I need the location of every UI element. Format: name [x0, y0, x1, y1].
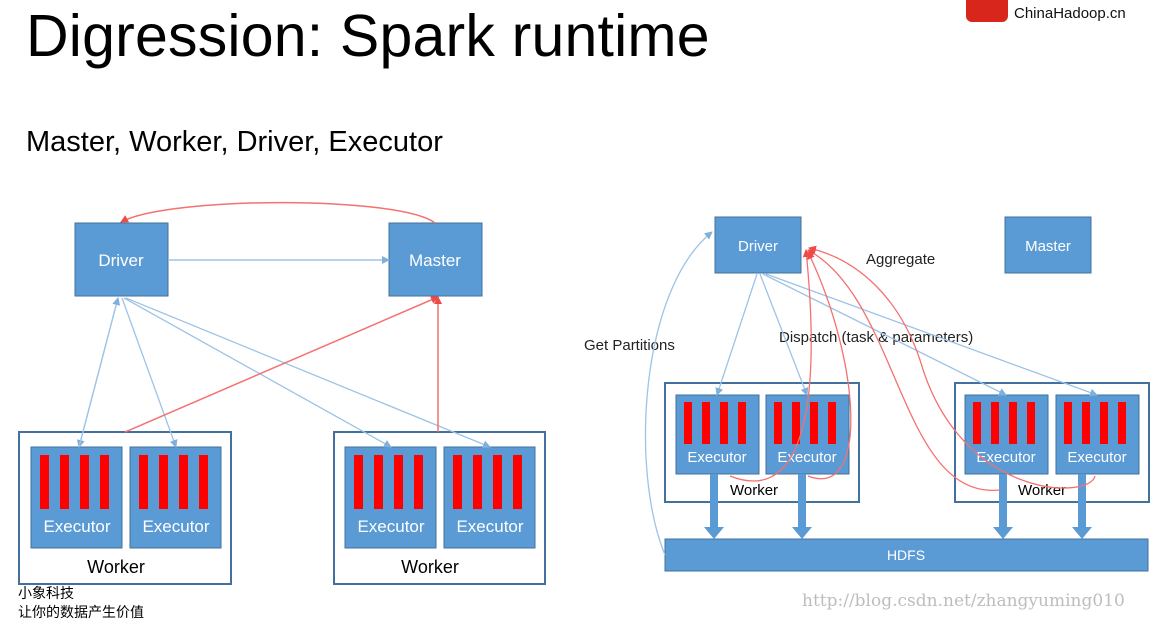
slide-title: Digression: Spark runtime: [26, 3, 710, 69]
dispatch-exec1-arrow: [715, 273, 758, 396]
right-diagram: Driver Master Aggregate Dispatch (task &…: [584, 216, 1150, 572]
left-driver-exec4-arrow: [125, 297, 491, 449]
right-executor-1-label: Executor: [687, 449, 746, 466]
right-driver-label: Driver: [738, 238, 778, 255]
dispatch-exec2-arrow: [759, 273, 809, 396]
right-worker-2-label: Worker: [1018, 482, 1066, 499]
right-executor-3-label: Executor: [976, 449, 1035, 466]
left-diagram: Driver Master Executor Executor Worker: [18, 201, 546, 585]
left-worker-2: Executor Executor Worker: [333, 431, 546, 585]
aggregate-exec2-arrow: [807, 251, 852, 480]
aggregate-exec3-arrow: [807, 249, 1001, 491]
aggregate-label: Aggregate: [866, 251, 935, 268]
left-master-label: Master: [409, 251, 461, 270]
slide-subtitle: Master, Worker, Driver, Executor: [26, 126, 443, 158]
left-worker-2-label: Worker: [401, 557, 459, 577]
left-master-to-driver-arrow: [120, 201, 436, 224]
right-worker-2: Executor Executor Worker: [954, 382, 1150, 503]
dispatch-exec4-arrow: [765, 273, 1098, 397]
left-exec1-driver-arrow: [78, 297, 121, 448]
left-executor-4-label: Executor: [456, 517, 523, 536]
left-driver-node: Driver: [74, 222, 169, 297]
left-worker1-master-arrow: [124, 296, 439, 433]
left-driver-label: Driver: [98, 251, 144, 270]
brand-logo: ChinaHadoop.cn: [962, 0, 1162, 26]
logo-brand-en: ChinaHadoop.cn: [1014, 5, 1126, 22]
left-worker-1: Executor Executor Worker: [18, 431, 232, 585]
get-partitions-arrow: [644, 231, 713, 556]
left-executor-1-label: Executor: [43, 517, 110, 536]
hdfs-node: HDFS: [664, 538, 1149, 572]
aggregate-exec4-arrow: [808, 245, 1096, 489]
elephant-logo-icon: [966, 0, 1008, 22]
right-executor-4-label: Executor: [1067, 449, 1126, 466]
right-driver-node: Driver: [714, 216, 802, 274]
hdfs-executor-arrows: [704, 474, 1092, 539]
right-worker-1-label: Worker: [730, 482, 778, 499]
left-driver-exec2-arrow: [121, 297, 178, 448]
aggregate-exec1-arrow: [729, 249, 812, 482]
watermark-url: http://blog.csdn.net/zhangyuming010: [802, 591, 1125, 611]
right-master-label: Master: [1025, 238, 1071, 255]
hdfs-label: HDFS: [887, 547, 925, 563]
right-worker-1: Executor Executor Worker: [664, 382, 860, 503]
watermark-slogan: 让你的数据产生价值: [18, 605, 144, 621]
left-master-node: Master: [388, 222, 483, 297]
watermark-brand: 小象科技: [18, 586, 74, 602]
dispatch-exec3-arrow: [762, 273, 1007, 396]
right-master-node: Master: [1004, 216, 1092, 274]
right-executor-2-label: Executor: [777, 449, 836, 466]
get-partitions-label: Get Partitions: [584, 337, 675, 354]
left-worker-1-label: Worker: [87, 557, 145, 577]
left-executor-3-label: Executor: [357, 517, 424, 536]
left-executor-2-label: Executor: [142, 517, 209, 536]
left-driver-exec3-arrow: [123, 297, 392, 448]
